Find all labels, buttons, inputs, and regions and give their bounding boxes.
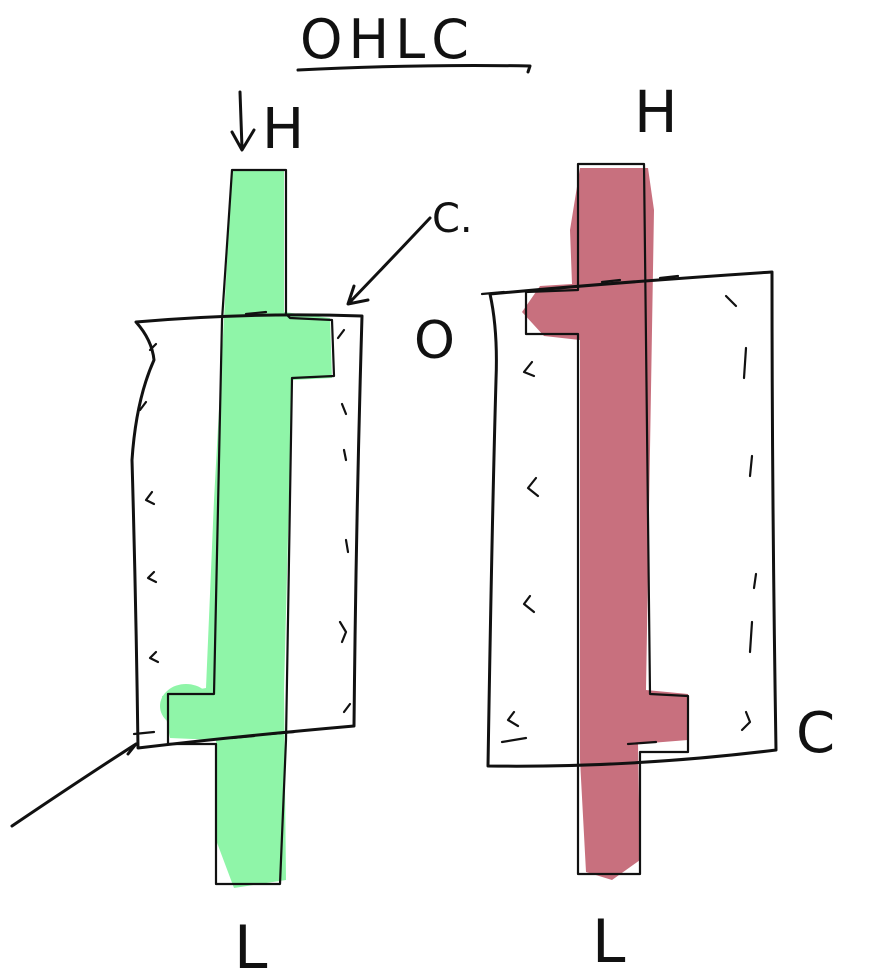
title-underline [296,64,532,74]
close-annotation: C. [432,196,473,242]
bearish-close-label: C [796,701,835,766]
bearish-wick-highlight [522,168,688,880]
bullish-low-label: L [234,913,268,980]
bearish-low-label: L [592,907,626,977]
bullish-box-hatching [132,310,352,740]
bearish-range-box [486,270,778,768]
high-pointer-arrow [230,90,256,152]
title: OHLC [300,8,475,71]
low-pointer-stroke [10,742,138,828]
open-label: O [414,311,455,371]
open-blob [256,322,308,366]
bearish-candle: H C L [480,78,835,977]
bullish-wick-highlight [162,170,332,888]
close-annotation-arrow [346,216,432,306]
bullish-candle: H C. O L [10,90,473,980]
bearish-box-hatching [480,274,758,746]
bearish-high-label: H [634,78,678,146]
bullish-high-label: H [262,97,304,162]
